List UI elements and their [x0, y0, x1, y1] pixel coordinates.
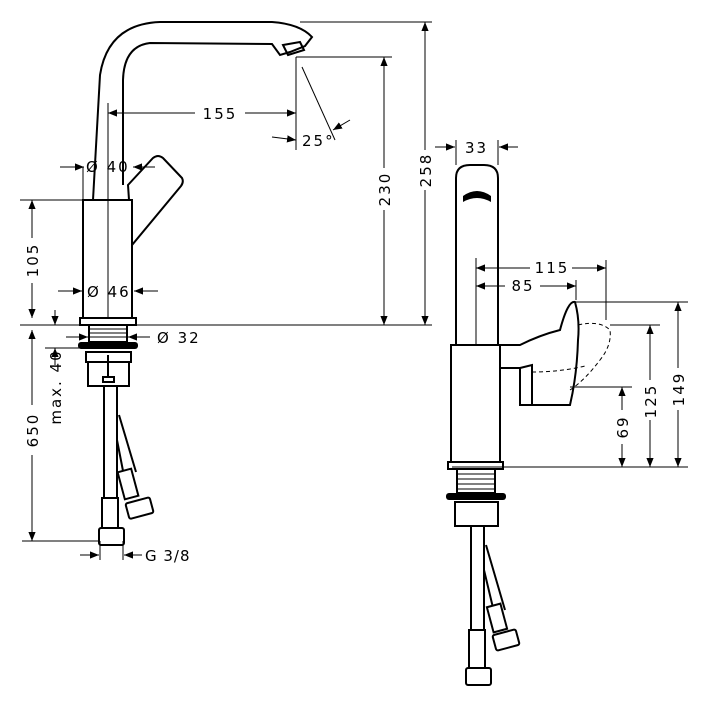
- dim-connection-thread: G 3/8: [145, 547, 191, 565]
- dim-hose-length: 650: [24, 413, 42, 448]
- dim-total-height: 258: [417, 153, 435, 188]
- dim-max-deck-thickness: max. 40: [47, 349, 65, 424]
- dim-body-height: 105: [24, 243, 42, 278]
- dim-body-diameter: Ø 46: [87, 283, 131, 301]
- hose-fitting: [98, 527, 125, 546]
- dim-thread-diameter: Ø 32: [157, 329, 201, 347]
- dim-spout-width: 33: [465, 139, 488, 157]
- dim-handle-height-open: 149: [670, 372, 688, 407]
- dim-handle-reach-open: 115: [535, 259, 570, 277]
- dim-spout-height: 230: [376, 172, 394, 207]
- dim-spout-diameter: Ø 40: [86, 158, 130, 176]
- supply-hose: [103, 386, 118, 498]
- side-view-dimensions: 258 230 155 25° Ø 40 105 Ø 46 Ø 32 max. …: [20, 21, 435, 565]
- spout-front: [455, 164, 499, 346]
- dim-spray-angle: 25°: [302, 132, 335, 150]
- dim-handle-height: 125: [642, 384, 660, 419]
- dim-spout-reach: 155: [203, 105, 238, 123]
- aerator: [463, 191, 491, 202]
- handle-front: [499, 300, 580, 406]
- front-view-dimensions: 33 115 85 149 125 69: [435, 139, 688, 468]
- fixing-nut: [78, 342, 138, 349]
- handle-lever: [126, 155, 184, 248]
- base-plate: [79, 317, 137, 326]
- front-view-faucet: [446, 164, 611, 686]
- dim-handle-reach: 85: [511, 277, 534, 295]
- dim-handle-base-height: 69: [614, 415, 632, 438]
- spout: [92, 21, 314, 201]
- body-front: [450, 344, 501, 463]
